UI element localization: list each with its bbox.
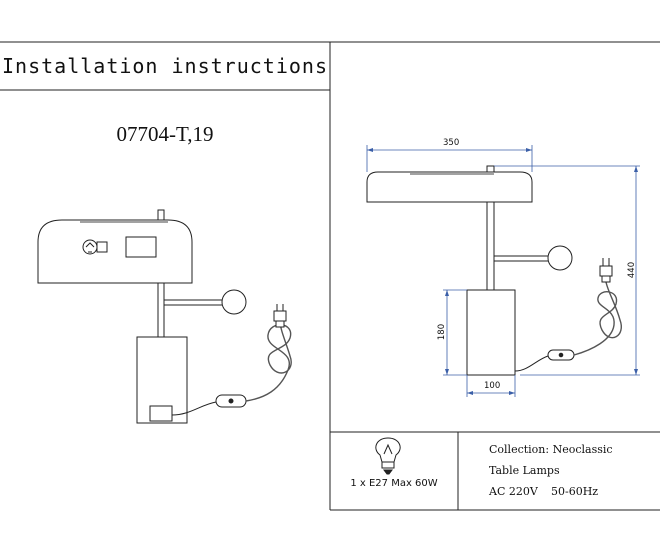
dimension-lines [366,145,640,397]
page-title: Installation instructions [1,54,329,78]
info-frequency: 50-60Hz [551,485,599,498]
dim-plug-icon [599,258,613,283]
base-label-plate [149,405,173,422]
dim-lamp-shade [366,171,533,203]
power-cord [171,401,217,416]
info-voltage: AC 220V [489,485,538,498]
model-number: 07704-T,19 [116,122,214,146]
bulb-icon [82,239,108,255]
lamp-front-view [37,209,292,424]
dim-lamp-base [466,289,516,376]
lamp-shade [37,219,193,284]
dimension-arrows [367,148,638,395]
socket-box [125,236,157,258]
bulb-spec-text: 1 x E27 Max 60W [350,478,438,489]
dim-label-height-total: 440 [627,261,638,279]
info-category: Table Lamps [489,464,560,477]
dim-cord-coil [573,281,622,356]
lamp-arm [163,299,225,306]
frame-lines [0,41,660,511]
dim-label-base-height: 180 [437,323,448,341]
info-collection: Collection: Neoclassic [489,443,613,456]
dim-label-width-top: 350 [443,138,460,148]
cord-coil [245,319,292,402]
bulb-spec-icon [375,437,401,475]
plug-icon [273,304,287,328]
dim-lamp-knob [547,245,573,271]
lamp-dimension-view [366,165,622,376]
dim-label-base-width: 100 [484,381,501,391]
lamp-knob [221,289,247,315]
dim-lamp-arm [493,255,550,262]
